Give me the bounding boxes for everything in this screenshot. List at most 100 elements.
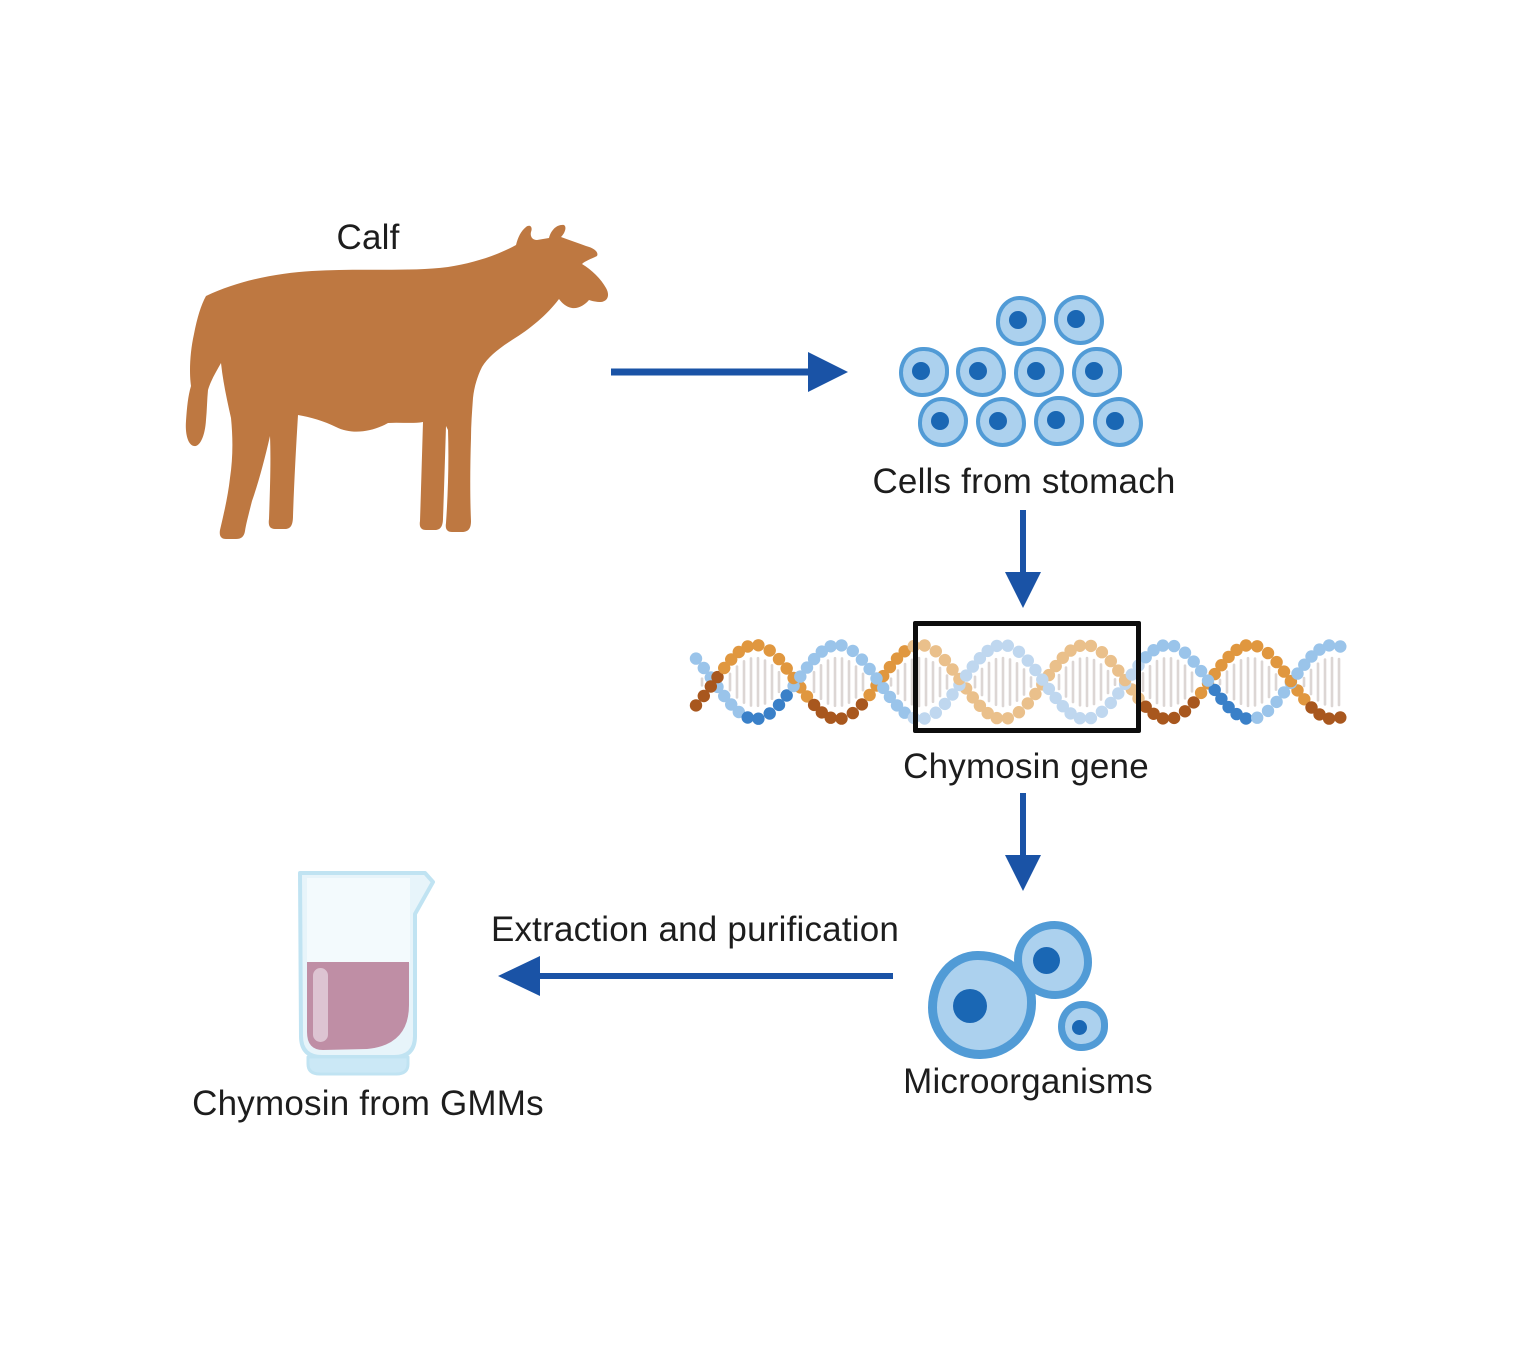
dna-bead — [846, 644, 859, 658]
dna-bead — [855, 698, 869, 711]
stomach-cell — [956, 347, 1006, 397]
dna-bead — [772, 652, 786, 666]
dna-bead — [959, 669, 973, 682]
dna-bead — [1036, 673, 1049, 686]
dna-bead — [846, 706, 859, 720]
dna-bead — [1139, 651, 1152, 664]
dna-bead — [1251, 640, 1264, 653]
dna-bead — [718, 661, 731, 675]
stomach-cell — [1014, 347, 1064, 397]
dna-bead — [780, 662, 793, 675]
dna-bead — [990, 711, 1003, 725]
dna-bead — [973, 699, 987, 712]
arrow-head-down-icon — [1005, 855, 1041, 891]
dna-bead — [1178, 646, 1192, 659]
dna-bead — [1239, 639, 1253, 652]
dna-bead — [918, 639, 931, 652]
dna-bead — [732, 645, 745, 659]
dna-bead — [870, 672, 883, 685]
dna-bead — [1178, 705, 1192, 718]
dna-bead — [1334, 711, 1347, 724]
dna-bead — [1187, 655, 1200, 668]
dna-bead — [741, 711, 754, 724]
dna-bead — [741, 640, 754, 653]
dna-bead — [877, 681, 890, 695]
dna-bead — [1291, 667, 1304, 680]
dna-bead — [1001, 712, 1014, 725]
dna-bead — [1156, 712, 1170, 725]
dna-bead — [1298, 658, 1311, 671]
dna-bead — [815, 706, 828, 719]
beaker-foot — [306, 1055, 410, 1076]
dna-bead — [835, 639, 848, 652]
dna-bead — [1277, 686, 1291, 699]
dna-bead — [1194, 664, 1208, 678]
dna-bead — [1112, 664, 1125, 677]
dna-bead — [918, 712, 931, 725]
calf-label: Calf — [336, 218, 400, 257]
dna-bead — [863, 688, 876, 702]
stomach-cell — [1072, 347, 1122, 397]
dna-bead — [1056, 700, 1069, 713]
dna-bead — [1073, 712, 1087, 725]
dna-bead — [1029, 663, 1042, 677]
dna-bead — [1001, 639, 1014, 652]
dna-bead — [863, 662, 876, 676]
cells-from-stomach-label: Cells from stomach — [872, 462, 1176, 501]
dna-bead — [946, 688, 959, 701]
dna-bead — [938, 653, 952, 667]
dna-bead — [1012, 706, 1026, 719]
dna-bead — [1261, 704, 1275, 718]
dna-bead — [1056, 651, 1069, 664]
cell-nucleus — [969, 362, 987, 380]
dna-bead — [1251, 711, 1264, 724]
cell-nucleus — [989, 412, 1007, 430]
cell-nucleus — [1009, 311, 1027, 329]
cell-nucleus — [1067, 310, 1085, 328]
dna-bead — [1187, 696, 1200, 709]
arrow-head-left-icon — [498, 956, 540, 996]
dna-bead — [824, 640, 837, 653]
dna-bead — [800, 690, 814, 703]
dna-bead — [1147, 644, 1160, 657]
dna-bead — [1104, 654, 1117, 668]
dna-bead — [697, 661, 710, 675]
beaker-empty-space — [307, 878, 410, 963]
dna-bead — [1095, 646, 1109, 659]
dna-bead — [1305, 701, 1318, 714]
dna-bead — [697, 689, 710, 703]
dna-bead — [981, 706, 994, 720]
cell-nucleus — [1047, 411, 1065, 429]
arrow-gene-to-microorganisms — [1005, 793, 1041, 891]
dna-bead — [1222, 700, 1235, 714]
dna-bead — [824, 711, 837, 724]
dna-bead — [1230, 643, 1243, 657]
dna-bead — [711, 670, 724, 684]
dna-bead — [1270, 695, 1283, 709]
dna-bead — [1167, 711, 1181, 725]
dna-bead — [807, 652, 821, 666]
arrow-microorganisms-to-beaker — [498, 956, 893, 996]
dna-bead — [725, 653, 738, 666]
dna-bead — [1049, 659, 1062, 673]
gene-highlight-box — [913, 621, 1141, 733]
dna-bead — [732, 705, 745, 719]
dna-bead — [1049, 691, 1062, 705]
dna-bead — [1305, 650, 1318, 663]
dna-bead — [929, 645, 942, 658]
dna-bead — [1313, 708, 1326, 721]
dna-bead — [1095, 705, 1109, 718]
dna-bead — [981, 644, 994, 658]
cell-nucleus — [953, 989, 987, 1023]
stomach-cell — [1054, 295, 1104, 345]
dna-bead — [752, 639, 765, 652]
dna-bead — [1208, 683, 1221, 697]
dna-bead — [1021, 697, 1034, 710]
dna-bead — [1277, 665, 1291, 678]
dna-bead — [1222, 650, 1235, 664]
dna-bead — [855, 653, 869, 666]
dna-bead — [1042, 682, 1056, 696]
dna-bead — [704, 680, 717, 693]
dna-bead — [1270, 655, 1283, 669]
stomach-cell — [996, 296, 1046, 346]
